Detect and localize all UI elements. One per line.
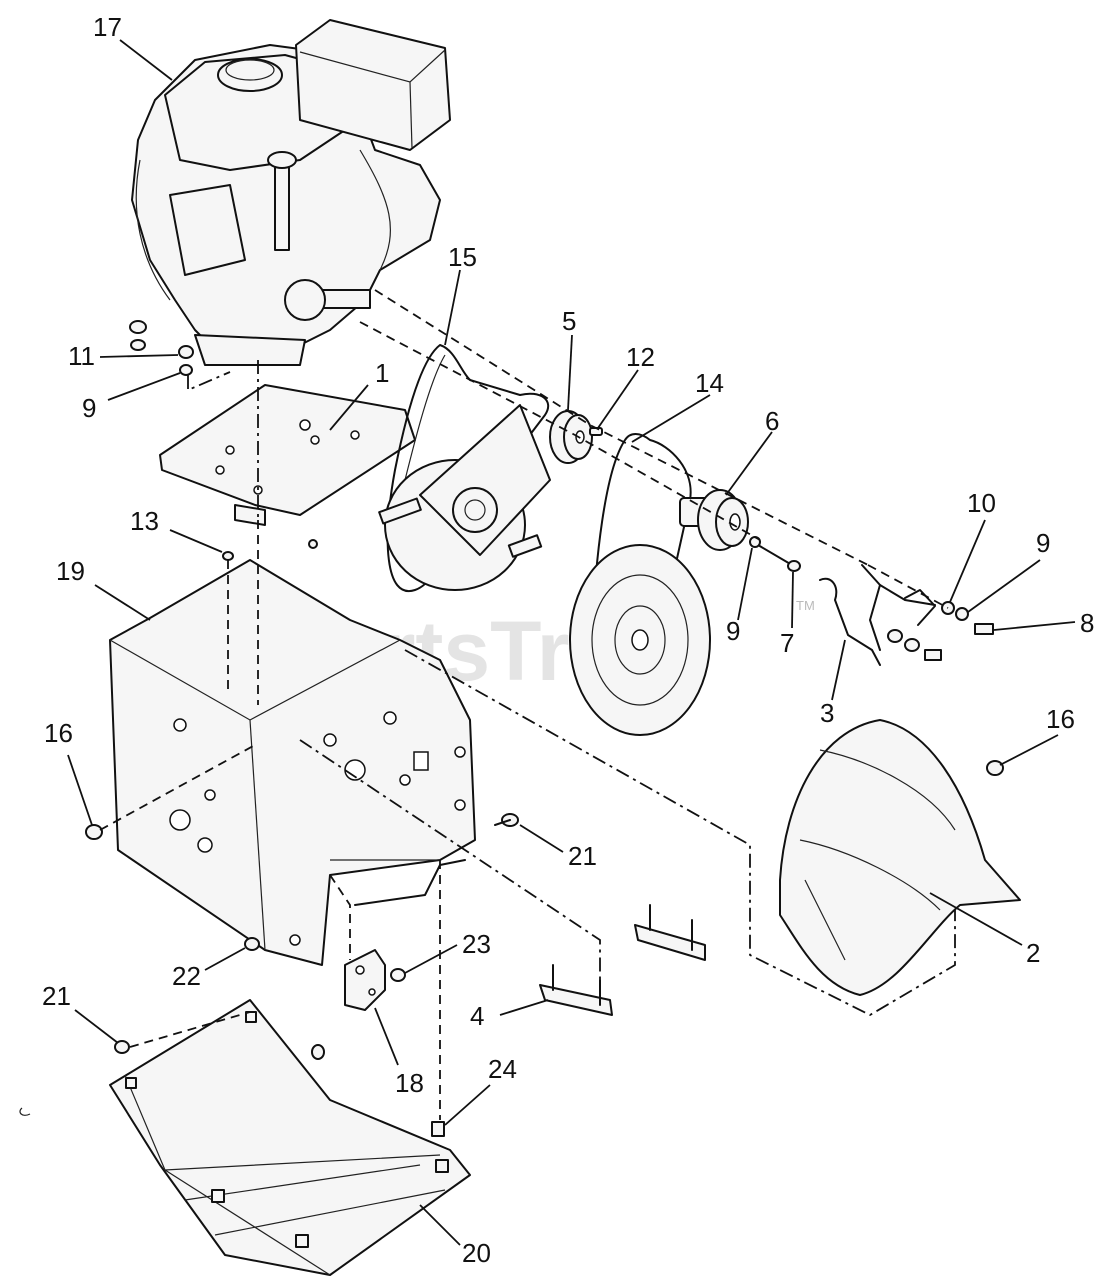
callout-14: 14 bbox=[695, 368, 724, 398]
callout-2: 2 bbox=[1026, 938, 1040, 968]
key-part-12 bbox=[589, 427, 603, 436]
shift-rod bbox=[354, 859, 466, 906]
bracket-part-18 bbox=[344, 949, 386, 1011]
bolt-part-21-right bbox=[494, 813, 519, 827]
callout-1: 1 bbox=[375, 358, 389, 388]
engine-part-17 bbox=[131, 19, 451, 366]
loose-hardware bbox=[19, 539, 325, 1116]
screw-part-13 bbox=[222, 551, 234, 561]
bolt-part-7 bbox=[757, 544, 801, 572]
callout-17: 17 bbox=[93, 12, 122, 42]
leader-lines bbox=[67, 39, 1076, 1246]
callout-15: 15 bbox=[448, 242, 477, 272]
bolt-part-23 bbox=[390, 968, 406, 982]
callout-9-center: 9 bbox=[726, 616, 740, 646]
drive-wheel-pulley bbox=[569, 544, 711, 736]
callout-18: 18 bbox=[395, 1068, 424, 1098]
callout-10: 10 bbox=[967, 488, 996, 518]
callout-7: 7 bbox=[780, 628, 794, 658]
idler-bracket-part-3 bbox=[819, 564, 942, 666]
callout-13: 13 bbox=[130, 506, 159, 536]
auger-pulley-assembly bbox=[378, 404, 551, 591]
callout-21-right: 21 bbox=[568, 841, 597, 871]
callout-12: 12 bbox=[626, 342, 655, 372]
callout-8: 8 bbox=[1080, 608, 1094, 638]
callout-4: 4 bbox=[470, 1001, 484, 1031]
bolt-part-16-right bbox=[986, 760, 1004, 776]
callout-9-right: 9 bbox=[1036, 528, 1050, 558]
callout-5: 5 bbox=[562, 306, 576, 336]
callout-19: 19 bbox=[56, 556, 85, 586]
callout-6: 6 bbox=[765, 406, 779, 436]
callout-9-engine: 9 bbox=[82, 393, 96, 423]
callout-11: 11 bbox=[68, 341, 95, 371]
pulley-part-5 bbox=[549, 410, 593, 464]
clip-part-24 bbox=[431, 1121, 445, 1137]
callout-21-left: 21 bbox=[42, 981, 71, 1011]
callout-3: 3 bbox=[820, 698, 834, 728]
bolt-part-21-left bbox=[114, 1040, 130, 1054]
hardware-10-9-8 bbox=[941, 601, 994, 635]
drive-pulley-part-6 bbox=[679, 489, 749, 551]
bolt-part-22 bbox=[244, 937, 260, 951]
callout-16-left: 16 bbox=[44, 718, 73, 748]
callout-24: 24 bbox=[488, 1054, 517, 1084]
bolt-part-16-left bbox=[85, 824, 103, 840]
callout-labels: 17 15 5 12 14 6 11 9 1 10 9 13 19 8 9 7 … bbox=[42, 12, 1094, 1268]
callout-23: 23 bbox=[462, 929, 491, 959]
callout-20: 20 bbox=[462, 1238, 491, 1268]
engine-plate-part-1 bbox=[159, 384, 416, 526]
belt-cover-part-2 bbox=[779, 719, 1021, 996]
frame-part-19 bbox=[109, 559, 476, 966]
watermark-trademark: TM bbox=[796, 598, 815, 613]
callout-22: 22 bbox=[172, 961, 201, 991]
callout-16-right: 16 bbox=[1046, 704, 1075, 734]
skid-plate-part-20 bbox=[109, 999, 471, 1276]
bracket-part-4 bbox=[539, 904, 706, 1016]
alignment-lines bbox=[99, 289, 956, 1120]
engine-hardware bbox=[129, 320, 194, 376]
